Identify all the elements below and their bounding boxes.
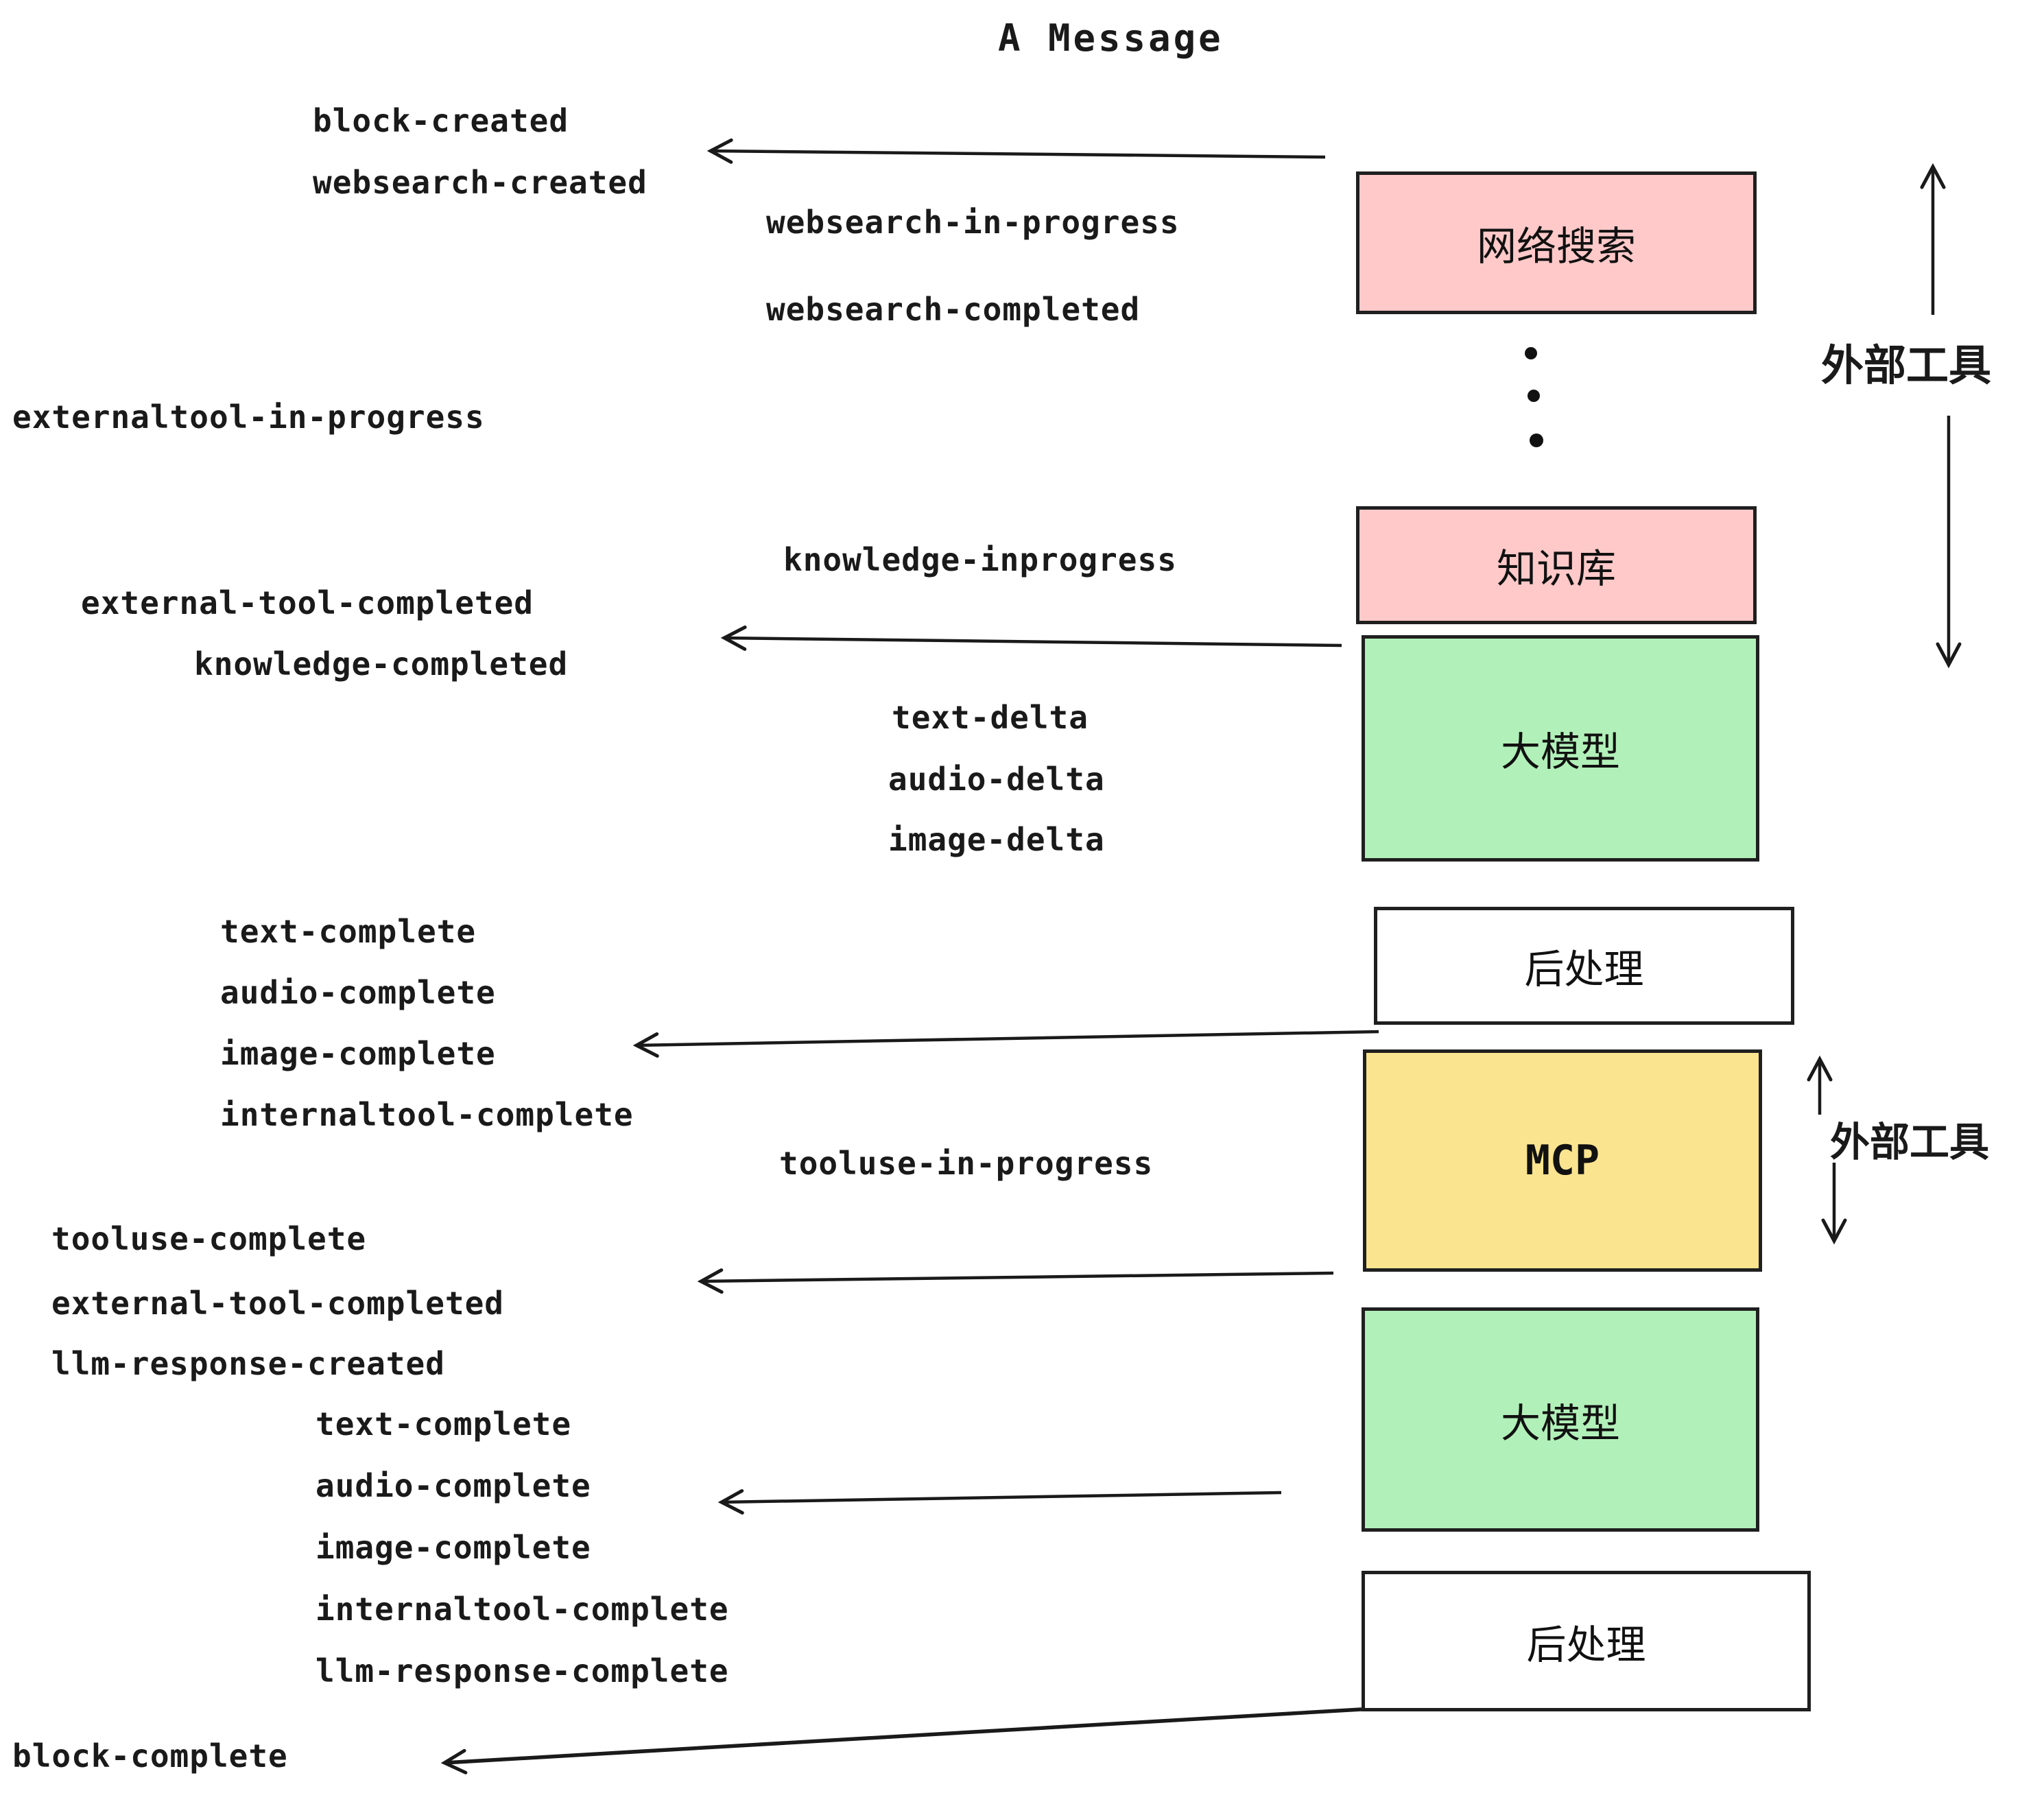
event-llm-response-created: llm-response-created [51, 1345, 445, 1382]
event-internaltool-complete-2: internaltool-complete [316, 1591, 729, 1628]
arrow-internaltool-complete [632, 1030, 1379, 1058]
event-tooluse-in-progress: tooluse-in-progress [779, 1145, 1154, 1182]
event-image-delta-1: image-delta [888, 821, 1105, 858]
event-text-delta-1: text-delta [892, 699, 1089, 736]
event-external-tool-completed-1: external-tool-completed [81, 584, 534, 621]
event-audio-complete-1: audio-complete [220, 974, 496, 1011]
label-external-tools-2: 外部工具 [1830, 1119, 1990, 1165]
event-websearch-completed: websearch-completed [766, 291, 1141, 328]
box-llm-2: 大模型 [1362, 1307, 1759, 1532]
event-knowledge-completed: knowledge-completed [194, 645, 569, 683]
event-audio-delta-1: audio-delta [888, 761, 1105, 798]
event-llm-response-complete: llm-response-complete [316, 1652, 729, 1689]
event-externaltool-in-progress: externaltool-in-progress [12, 399, 485, 436]
box-mcp: MCP [1363, 1049, 1762, 1272]
event-internaltool-complete-1: internaltool-complete [220, 1096, 634, 1133]
label-external-tools-1: 外部工具 [1821, 340, 1992, 390]
diagram-title: A Message [998, 16, 1224, 60]
event-audio-complete-2: audio-complete [316, 1467, 591, 1504]
box-postprocess-2: 后处理 [1362, 1571, 1811, 1711]
box-llm-1: 大模型 [1362, 635, 1759, 862]
event-block-complete: block-complete [12, 1737, 288, 1775]
ellipsis-dots [1525, 347, 1543, 447]
arrow-websearch-created [706, 138, 1326, 164]
event-tooluse-complete: tooluse-complete [51, 1220, 367, 1257]
arrow-tooluse-complete [697, 1268, 1334, 1294]
arrow-knowledge-completed [720, 625, 1342, 651]
event-image-complete-1: image-complete [220, 1035, 496, 1072]
event-block-created: block-created [313, 102, 569, 139]
box-postprocess-1: 后处理 [1374, 907, 1794, 1025]
event-websearch-created: websearch-created [313, 164, 647, 201]
box-websearch: 网络搜索 [1356, 171, 1757, 314]
arrow-block-complete [440, 1707, 1362, 1775]
event-text-complete-1: text-complete [220, 913, 477, 950]
event-external-tool-completed-2: external-tool-completed [51, 1285, 504, 1322]
event-knowledge-inprogress: knowledge-inprogress [783, 541, 1177, 578]
event-image-complete-2: image-complete [316, 1529, 591, 1566]
arrow-audio-complete [717, 1488, 1282, 1515]
event-text-complete-2: text-complete [316, 1405, 572, 1443]
event-websearch-in-progress: websearch-in-progress [766, 204, 1180, 241]
box-knowledge-base: 知识库 [1356, 506, 1757, 624]
